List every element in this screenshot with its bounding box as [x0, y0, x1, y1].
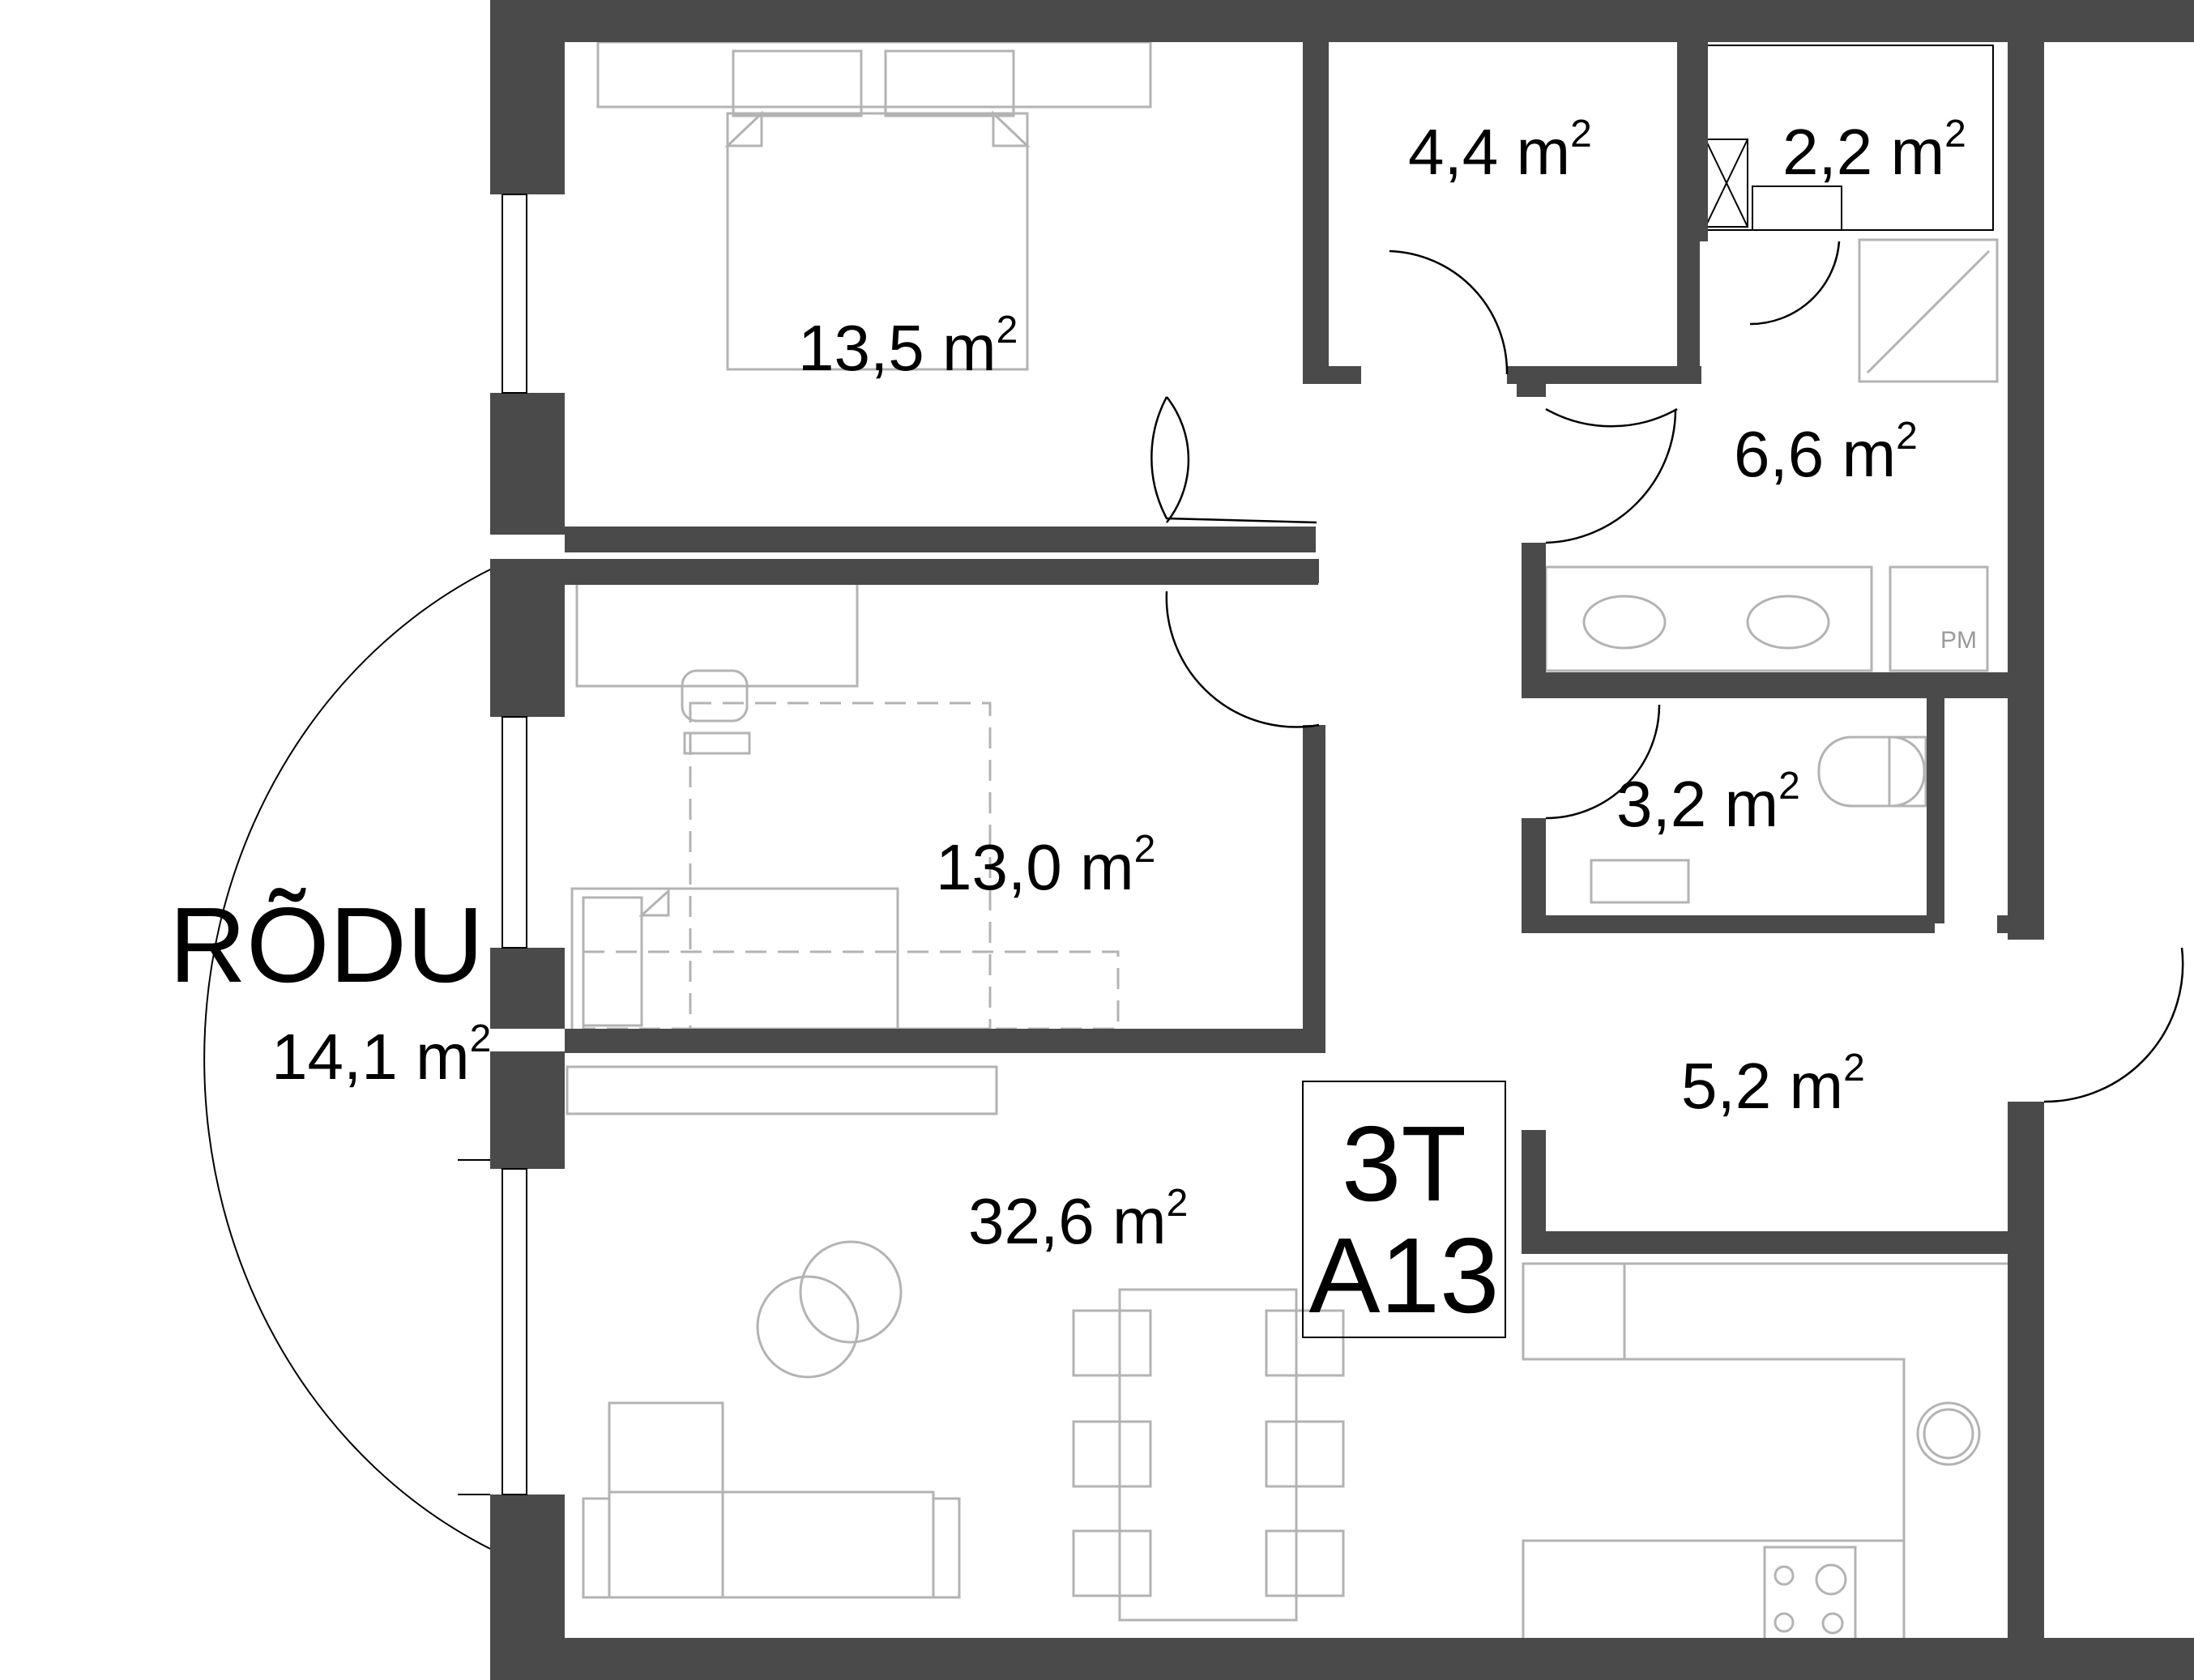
bedroom-2-furniture	[570, 569, 1120, 1038]
kitchen-sink	[1916, 1401, 1981, 1466]
washbasin-1	[1582, 595, 1667, 650]
area-label-bedroom-1: 13,5 m2	[798, 309, 1018, 384]
dining-table	[1118, 1288, 1298, 1622]
area-label-sauna: 2,2 m2	[1782, 113, 1966, 188]
office-chair	[681, 669, 749, 723]
balcony-outline	[203, 569, 491, 1550]
area-label-wc: 3,2 m2	[1616, 765, 1800, 840]
meter-cabinet	[1889, 565, 1989, 672]
unit-code-line1: 3T	[1342, 1104, 1466, 1223]
coffee-table	[756, 1275, 860, 1379]
shower	[1858, 238, 1999, 383]
bathroom-furniture	[1544, 238, 1999, 672]
walls	[490, 0, 2194, 1680]
unit-code-box	[1302, 1081, 1506, 1338]
area-label-bathroom: 6,6 m2	[1734, 415, 1918, 490]
sofa-chaise	[608, 1401, 724, 1599]
meter-label: PM	[1940, 627, 1977, 654]
bed-single	[570, 887, 899, 1038]
fridge	[1522, 1262, 1626, 1361]
living-furniture	[566, 1065, 1345, 1622]
wc-furniture	[1590, 736, 1927, 904]
tv-bench	[566, 1065, 998, 1115]
area-label-living-kitchen: 32,6 m2	[968, 1182, 1188, 1257]
area-label-bedroom-2: 13,0 m2	[936, 828, 1155, 903]
wc-sink	[1590, 859, 1690, 904]
area-label-hallway: 5,2 m2	[1681, 1047, 1865, 1122]
desk	[575, 569, 859, 688]
area-label-balcony: 14,1 m2	[271, 1017, 491, 1093]
unit-code-line2: A13	[1309, 1216, 1500, 1335]
doors	[1150, 241, 2184, 1103]
room-area-labels: 13,5 m2 4,4 m2 2,2 m2 6,6 m2 13,0 m2 3,2…	[271, 113, 1966, 1257]
kitchen-furniture	[1522, 1262, 2008, 1664]
hob	[1763, 1546, 1857, 1654]
windows	[458, 194, 527, 1495]
sofa	[608, 1490, 935, 1599]
toilet	[1817, 736, 1926, 808]
balcony-label: RÕDU	[169, 885, 484, 1004]
washbasin-2	[1746, 595, 1830, 650]
rug	[689, 701, 992, 1030]
area-label-storage: 4,4 m2	[1408, 113, 1592, 188]
vanity	[1544, 565, 1873, 672]
double-bed	[726, 112, 1029, 371]
